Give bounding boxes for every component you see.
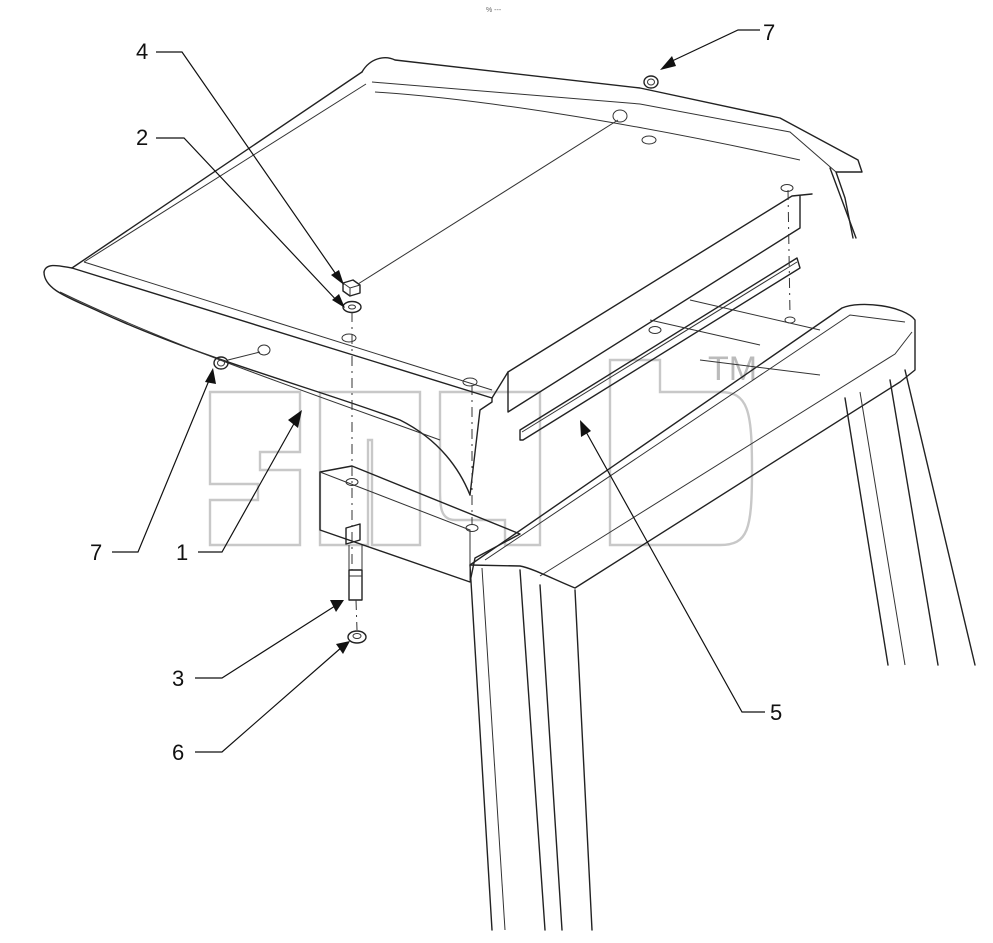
callout-6: 6 [172, 740, 184, 765]
leader-6 [195, 641, 350, 753]
cab-frame [469, 299, 976, 931]
leader-4 [156, 51, 344, 285]
leader-5 [580, 420, 765, 713]
watermark-logo: TM [208, 350, 757, 547]
leader-7-left [112, 368, 216, 553]
nut-4 [342, 279, 361, 297]
header-mark: % --- [486, 7, 502, 14]
washer-6 [347, 630, 367, 644]
leader-2 [156, 137, 345, 308]
plug-7-top [612, 75, 659, 123]
seal-strip [519, 257, 801, 441]
callout-7-top: 7 [763, 20, 775, 45]
callout-5: 5 [770, 700, 782, 725]
callout-7-left: 7 [90, 540, 102, 565]
washer-2 [342, 300, 362, 314]
assembly-lines [227, 119, 791, 631]
callout-1: 1 [176, 540, 188, 565]
leader-7-top [660, 29, 760, 70]
plug-7-left [213, 344, 271, 370]
leader-3 [195, 600, 344, 679]
leader-1 [198, 410, 302, 553]
watermark-tm: TM [708, 350, 757, 388]
roof-panel [43, 57, 863, 496]
callout-2: 2 [136, 125, 148, 150]
bolt-3 [345, 523, 363, 601]
callout-3: 3 [172, 666, 184, 691]
callout-4: 4 [136, 39, 148, 64]
